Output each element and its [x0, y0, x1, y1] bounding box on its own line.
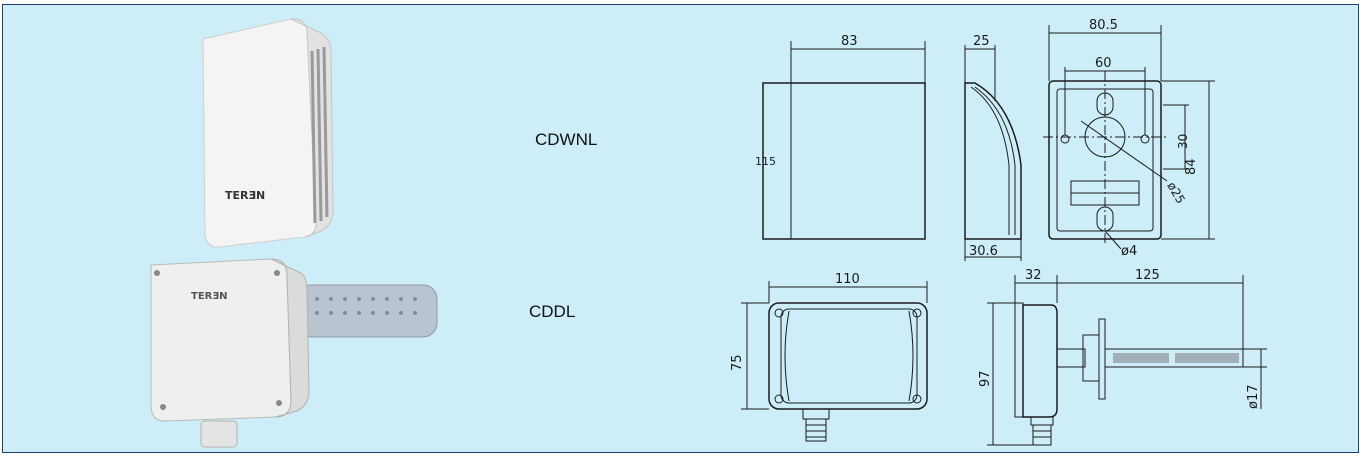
dim-cdwnl-side-bottom: 30.6	[969, 244, 998, 259]
top-strip	[0, 0, 1364, 4]
cddl-product-image: TERƎN	[150, 258, 438, 448]
model-label-cdwnl: CDWNL	[535, 130, 598, 149]
dim-cddl-front-height: 75	[730, 354, 745, 371]
cdwnl-back-view: 80.5 60 84 30 ø25 ø4	[1043, 18, 1215, 259]
cddl-front-view: 110 75	[730, 272, 928, 442]
cdwnl-product-image: TERƎN	[202, 18, 334, 248]
dim-cddl-side-housing: 32	[1025, 268, 1042, 283]
dim-cdwnl-side-top: 25	[973, 34, 990, 49]
cdwnl-side-view: 25 30.6	[964, 34, 1022, 261]
dim-cdwnl-back-width: 80.5	[1089, 18, 1118, 33]
dim-cdwnl-back-offset: 30	[1176, 134, 1190, 149]
cdwnl-front-view: 83 115	[755, 34, 926, 240]
model-label-cddl: CDDL	[529, 302, 576, 321]
dim-cdwnl-back-hole: ø4	[1121, 244, 1137, 259]
dim-cdwnl-back-holes: 60	[1095, 56, 1112, 71]
dim-cddl-front-width: 110	[835, 272, 860, 287]
dim-cdwnl-front-height: 115	[755, 155, 776, 168]
cdwnl-brand-logo: TERƎN	[225, 189, 265, 202]
dim-cddl-side-height: 97	[978, 370, 993, 387]
dim-cdwnl-back-diameter: ø25	[1164, 180, 1187, 207]
dim-cdwnl-back-height: 84	[1184, 158, 1199, 175]
dim-cdwnl-front-width: 83	[841, 34, 858, 49]
cddl-side-view: 32 125 97 ø17	[978, 268, 1267, 446]
product-panel: TERƎN TERƎN CDWNL CDDL 83 11	[2, 4, 1359, 453]
cddl-brand-logo: TERƎN	[191, 291, 228, 302]
dim-cddl-side-diameter: ø17	[1246, 385, 1261, 410]
technical-drawings: 83 115 25 30.6	[730, 18, 1267, 446]
dim-cddl-side-probe: 125	[1135, 268, 1160, 283]
